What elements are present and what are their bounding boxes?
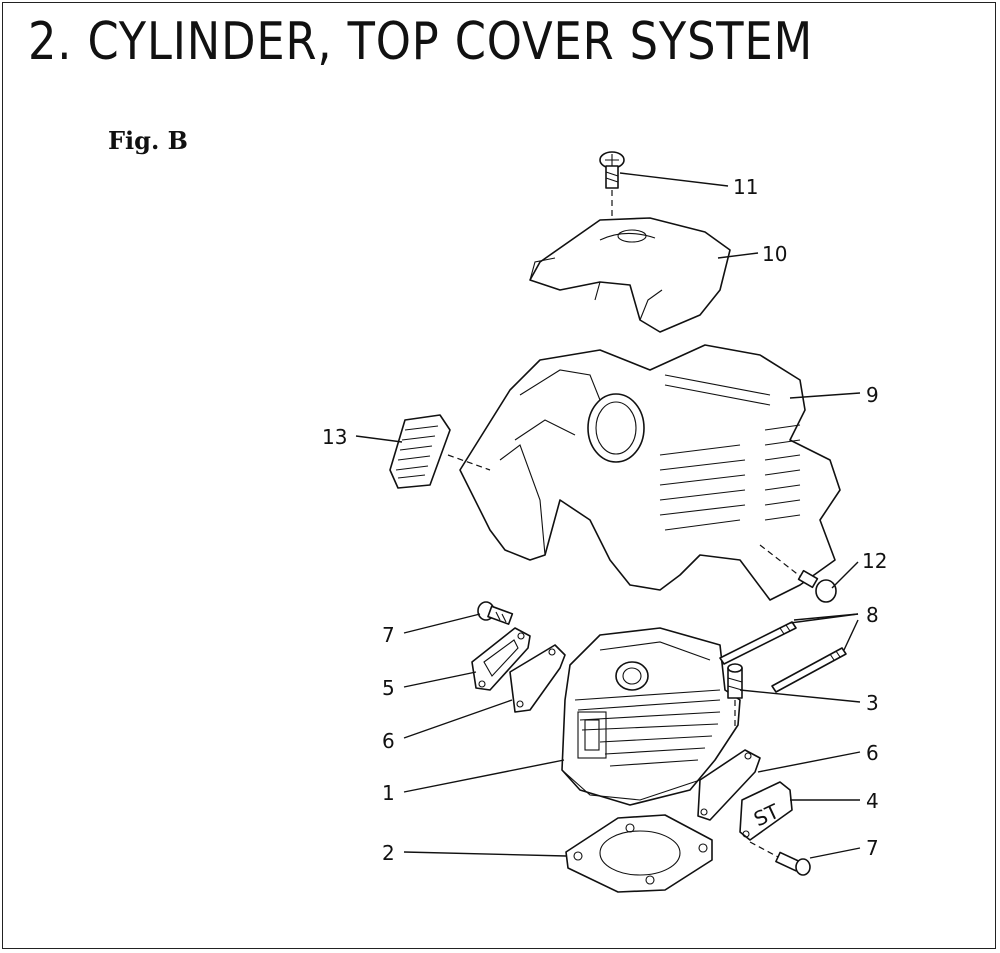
callout-12: 12 [862,549,887,573]
callout-numbers: 11 10 9 13 12 8 7 5 3 6 6 1 4 7 2 [322,175,887,865]
part-4-plate: ST [739,781,793,859]
callout-9: 9 [866,383,879,407]
part-9-shroud [459,344,841,601]
callout-6-upper: 6 [382,729,395,753]
callout-8: 8 [866,603,879,627]
callout-2: 2 [382,841,395,865]
part-7-upper-screw [477,601,514,625]
callout-13: 13 [322,425,347,449]
page-title: 2. CYLINDER, TOP COVER SYSTEM [28,12,814,72]
part-2-base-gasket [565,814,713,893]
figure-label: Fig. B [108,126,188,155]
callout-3: 3 [866,691,879,715]
callout-1: 1 [382,781,395,805]
part-6-lower-gasket [697,749,761,821]
callout-6-lower: 6 [866,741,879,765]
shroud-vents-side [764,424,801,521]
part-13-label-plate [389,414,491,489]
part-5-flange [471,627,531,691]
part-8-studs [719,621,847,693]
part-7-lower-screw [775,851,811,876]
callout-4: 4 [866,789,879,813]
part-1-cylinder [561,627,741,806]
callout-11: 11 [733,175,758,199]
leader-lines [355,172,861,859]
part-11-screw [599,151,625,240]
callout-5: 5 [382,676,395,700]
shroud-vents-front [659,374,771,531]
part-10-top-cover [529,217,731,333]
callout-7-lower: 7 [866,836,879,860]
part-12-screw [759,544,837,603]
part-6-upper-gasket [509,644,566,713]
part-3-bolt [727,663,743,730]
callout-10: 10 [762,242,787,266]
callout-7-upper: 7 [382,623,395,647]
